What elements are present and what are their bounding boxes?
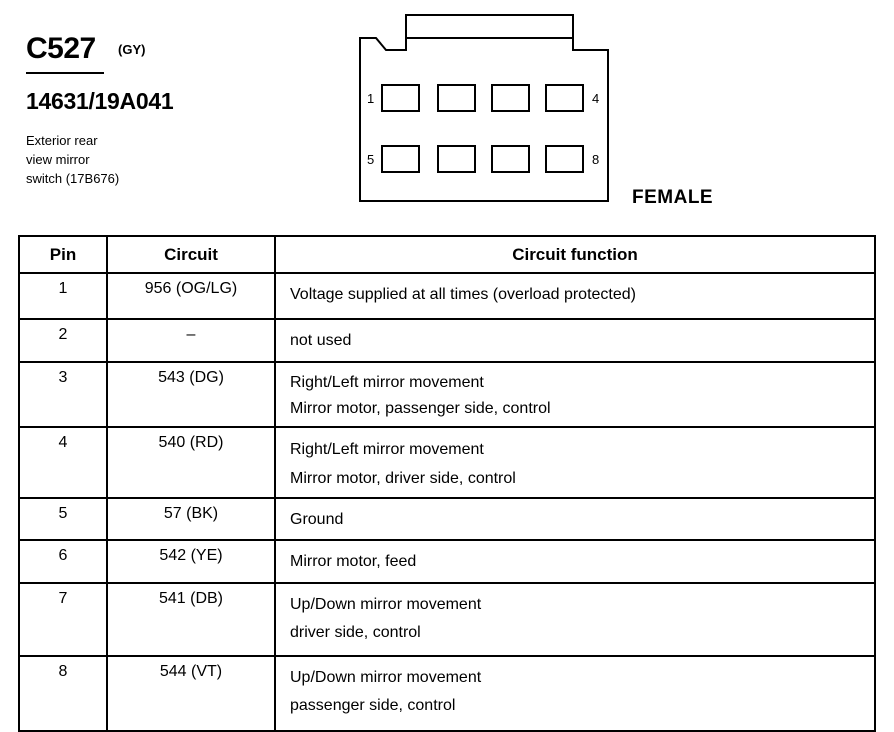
connector-color: (GY) xyxy=(118,42,146,57)
pin-cell: 8 xyxy=(18,655,108,732)
pin-cavity-3 xyxy=(491,84,530,112)
pin-cell: 1 xyxy=(18,272,108,320)
function-cell: Up/Down mirror movement driver side, cont… xyxy=(274,582,876,657)
pin-cell: 6 xyxy=(18,539,108,584)
pin-label-bottom-right: 8 xyxy=(592,152,599,167)
function-line: Mirror motor, passenger side, control xyxy=(290,400,551,417)
circuit-cell: 542 (YE) xyxy=(106,539,276,584)
circuit-cell: 544 (VT) xyxy=(106,655,276,732)
function-line: Right/Left mirror movement xyxy=(290,441,484,458)
function-line: Up/Down mirror movement xyxy=(290,596,482,613)
pin-cavity-4 xyxy=(545,84,584,112)
function-line: Right/Left mirror movement xyxy=(290,374,484,391)
function-cell: not used xyxy=(274,318,876,363)
pin-cavity-7 xyxy=(491,145,530,173)
function-cell: Voltage supplied at all times (overload … xyxy=(274,272,876,320)
pin-cavity-8 xyxy=(545,145,584,173)
pin-cell: 4 xyxy=(18,426,108,499)
circuit-column-header: Circuit xyxy=(106,235,276,274)
pin-column-header: Pin xyxy=(18,235,108,274)
pin-cavity-5 xyxy=(381,145,420,173)
connector-housing xyxy=(359,14,609,202)
function-line: Mirror motor, feed xyxy=(290,553,417,570)
description-line: Exterior rear xyxy=(26,133,98,148)
function-line: not used xyxy=(290,332,352,349)
circuit-cell: 543 (DG) xyxy=(106,361,276,428)
table-row: 2 – not used xyxy=(18,318,876,363)
pin-cell: 5 xyxy=(18,497,108,541)
table-row: 5 57 (BK) Ground xyxy=(18,497,876,541)
circuit-cell: 956 (OG/LG) xyxy=(106,272,276,320)
connector-gender: FEMALE xyxy=(632,187,714,208)
circuit-cell: 57 (BK) xyxy=(106,497,276,541)
pin-label-top-left: 1 xyxy=(367,91,374,106)
function-cell: Up/Down mirror movement passenger side, c… xyxy=(274,655,876,732)
connector-face-diagram: 1 4 5 8 xyxy=(359,14,609,202)
function-line: Mirror motor, driver side, control xyxy=(290,470,516,487)
function-line: Up/Down mirror movement xyxy=(290,669,482,686)
pin-label-bottom-left: 5 xyxy=(367,152,374,167)
part-number: 14631/19A041 xyxy=(26,88,174,114)
function-column-header: Circuit function xyxy=(274,235,876,274)
connector-code: C527 xyxy=(26,32,96,65)
function-line: Voltage supplied at all times (overload … xyxy=(290,286,636,303)
title-underline xyxy=(26,72,104,74)
description-line: switch (17B676) xyxy=(26,171,120,186)
table-row: 6 542 (YE) Mirror motor, feed xyxy=(18,539,876,584)
pin-cavity-2 xyxy=(437,84,476,112)
function-cell: Mirror motor, feed xyxy=(274,539,876,584)
pin-table: Pin Circuit Circuit function 1 956 (OG/L… xyxy=(18,235,876,732)
pin-cell: 7 xyxy=(18,582,108,657)
table-row: 8 544 (VT) Up/Down mirror movement passen… xyxy=(18,655,876,732)
circuit-cell: 540 (RD) xyxy=(106,426,276,499)
pin-cavity-6 xyxy=(437,145,476,173)
function-line: passenger side, control xyxy=(290,697,456,714)
circuit-cell: – xyxy=(106,318,276,363)
function-line: Ground xyxy=(290,511,344,528)
table-header-row: Pin Circuit Circuit function xyxy=(18,235,876,274)
pin-cell: 3 xyxy=(18,361,108,428)
table-row: 7 541 (DB) Up/Down mirror movement driver… xyxy=(18,582,876,657)
function-cell: Ground xyxy=(274,497,876,541)
circuit-cell: 541 (DB) xyxy=(106,582,276,657)
description-line: view mirror xyxy=(26,152,90,167)
pin-label-top-right: 4 xyxy=(592,91,599,106)
function-line: driver side, control xyxy=(290,624,421,641)
table-row: 1 956 (OG/LG) Voltage supplied at all ti… xyxy=(18,272,876,320)
pin-cavity-1 xyxy=(381,84,420,112)
pin-cell: 2 xyxy=(18,318,108,363)
